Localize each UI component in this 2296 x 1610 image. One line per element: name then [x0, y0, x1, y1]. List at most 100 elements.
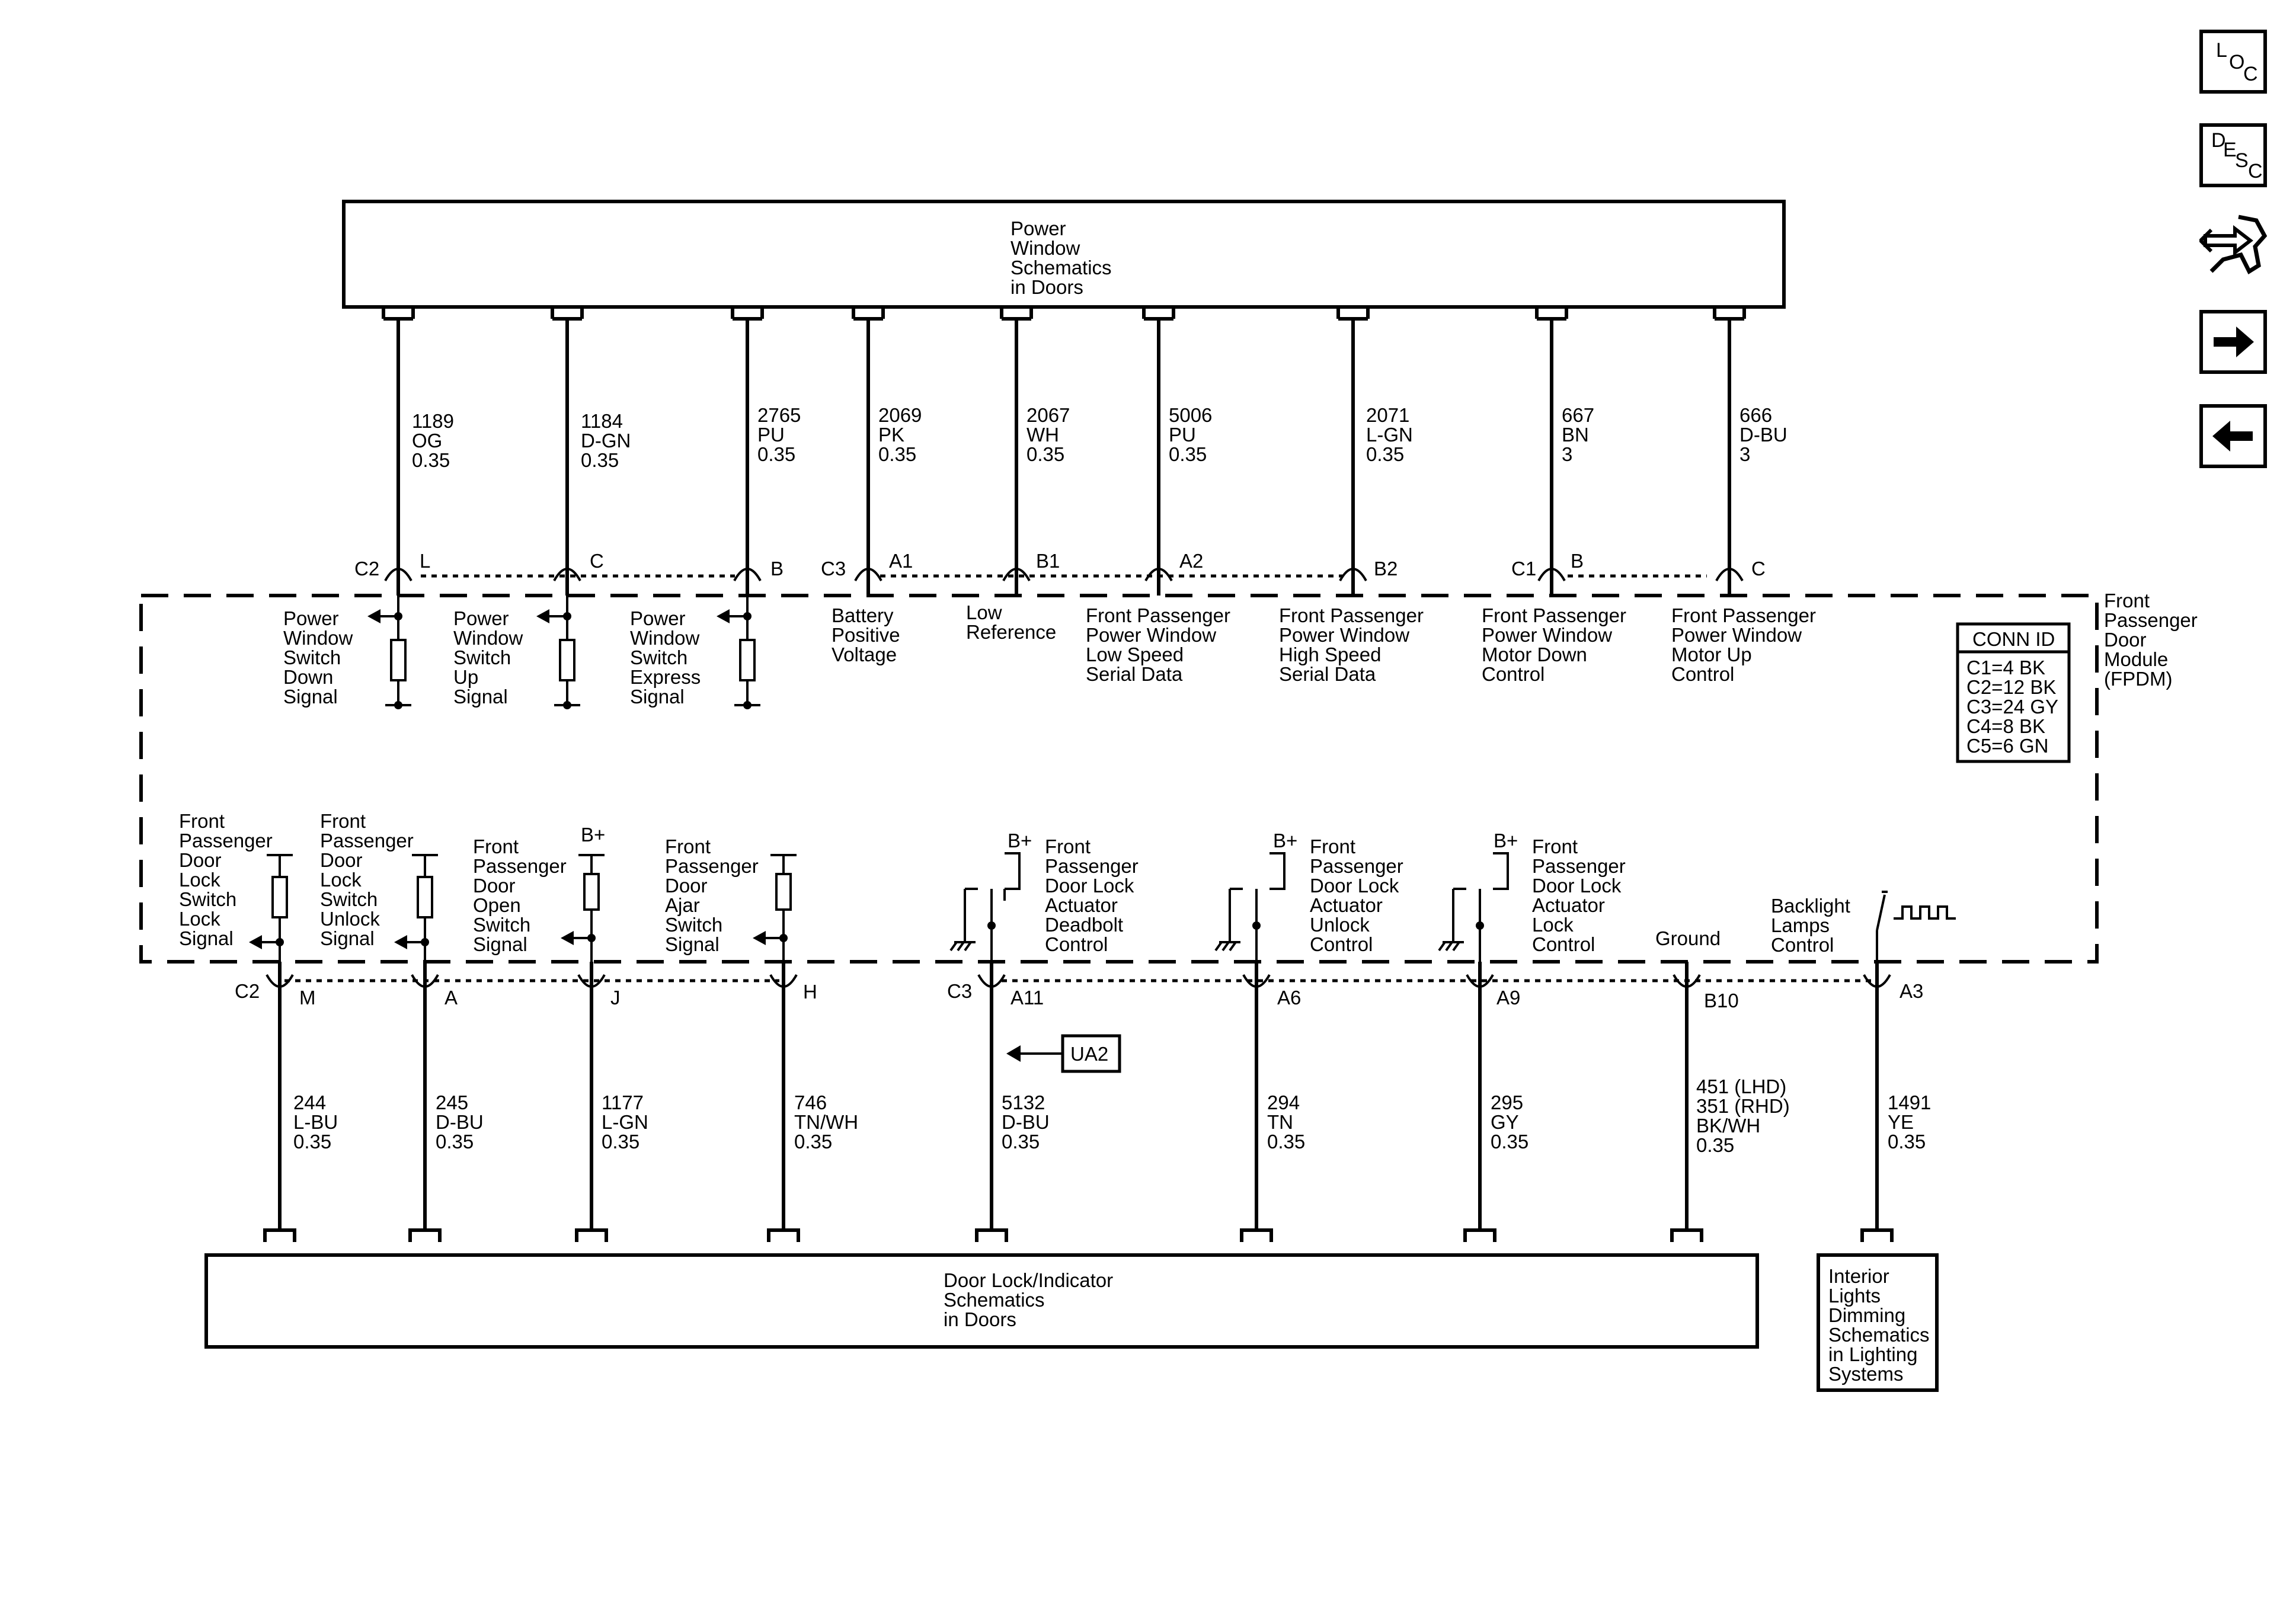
fn-5006-l2: Power Window	[1086, 624, 1216, 646]
top-wire-2069[interactable]: 2069 PK 0.35 A1	[852, 307, 922, 596]
bottom-wire-245[interactable]: 245 D-BU 0.35 A	[408, 962, 484, 1242]
wire-295-gauge: 0.35	[1491, 1131, 1528, 1153]
fn-244-l5: Switch	[179, 888, 236, 910]
fn-2069-l3: Voltage	[832, 644, 897, 665]
previous-page-button[interactable]	[2199, 404, 2267, 468]
bottom-wire-ground[interactable]: 451 (LHD) 351 (RHD) BK/WH 0.35 B10	[1670, 962, 1790, 1242]
top-wire-667[interactable]: 667 BN 3 B	[1535, 307, 1594, 596]
fn-2069-l1: Battery	[832, 604, 894, 626]
wire-245-pin: A	[445, 987, 458, 1009]
switch-up-input-circuit	[536, 596, 580, 709]
fn-295-l2: Passenger	[1532, 855, 1626, 877]
connector-c3-bottom-label: C3	[947, 980, 972, 1002]
fpdm-name-line-5: (FPDM)	[2104, 668, 2172, 690]
backlight-driver-circuit	[1876, 891, 1956, 962]
wire-2071-color: L-GN	[1366, 424, 1413, 446]
interior-lights-schematics-box[interactable]	[1817, 1253, 1939, 1392]
fn-5132-l2: Passenger	[1045, 855, 1139, 877]
bottom-wire-5132[interactable]: 5132 D-BU 0.35 A11	[975, 962, 1050, 1242]
wire-1189-color: OG	[412, 430, 442, 452]
top-box-line-1: Power	[1011, 217, 1066, 239]
bottom-wire-1177[interactable]: 1177 L-GN 0.35 J	[575, 962, 648, 1242]
wire-1491-color: YE	[1888, 1111, 1914, 1133]
top-wire-1189[interactable]: 1189 OG 0.35 L	[382, 307, 454, 596]
fn-5132-l6: Control	[1045, 933, 1108, 955]
bottom-wire-746[interactable]: 746 TN/WH 0.35 H	[767, 962, 858, 1242]
wire-2067-circuit: 2067	[1027, 404, 1070, 426]
fn-244-l4: Lock	[179, 869, 220, 891]
fn-1177-l1: Front	[473, 836, 519, 857]
fn-5132-l4: Actuator	[1045, 894, 1118, 916]
fn-1177-l5: Switch	[473, 914, 530, 936]
door-lock-schematics-box[interactable]	[204, 1253, 1759, 1349]
wire-1184-pin: C	[590, 550, 604, 572]
fn-5006-l1: Front Passenger	[1086, 604, 1230, 626]
wire-2069-pin: A1	[889, 550, 913, 572]
top-wire-1184[interactable]: 1184 D-GN 0.35 C	[551, 307, 631, 596]
fn-1189-l2: Window	[283, 627, 353, 649]
fn-295-l4: Actuator	[1532, 894, 1605, 916]
power-window-schematics-box[interactable]	[342, 200, 1786, 309]
wire-1184-color: D-GN	[581, 430, 631, 452]
wire-2765-pin: B	[770, 558, 784, 580]
fn-2071-l2: Power Window	[1279, 624, 1409, 646]
wire-1491-gauge: 0.35	[1888, 1131, 1926, 1153]
fn-245-l4: Lock	[320, 869, 362, 891]
fn-1189-l1: Power	[283, 607, 339, 629]
ua2-reference[interactable]: UA2	[1006, 1034, 1121, 1073]
top-wire-2071[interactable]: 2071 L-GN 0.35 B2	[1336, 307, 1413, 596]
wire-2071-gauge: 0.35	[1366, 443, 1404, 465]
bottom-box-line-3: in Doors	[944, 1308, 1016, 1330]
wire-2071-circuit: 2071	[1366, 404, 1409, 426]
wire-2071-pin: B2	[1374, 558, 1398, 580]
fn-2765-l2: Window	[630, 627, 700, 649]
top-box-line-3: Schematics	[1011, 257, 1112, 279]
bottom-wire-1491[interactable]: 1491 YE 0.35 A3	[1860, 962, 1931, 1242]
fn-1491-l3: Control	[1771, 934, 1834, 956]
fn-2067-l1: Low	[966, 601, 1002, 623]
fn-2071-l3: High Speed	[1279, 644, 1381, 665]
next-page-button[interactable]	[2199, 310, 2267, 374]
bottom-wire-244[interactable]: 244 L-BU 0.35 M	[263, 962, 338, 1242]
bottom-wire-294[interactable]: 294 TN 0.35 A6	[1240, 962, 1305, 1242]
fn-1177-l4: Open	[473, 894, 521, 916]
connector-c2-top-label: C2	[354, 558, 379, 580]
fn-244-l7: Signal	[179, 927, 234, 949]
top-wire-5006[interactable]: 5006 PU 0.35 A2	[1142, 307, 1212, 596]
fn-666-l3: Motor Up	[1671, 644, 1752, 665]
right-box-line-5: in Lighting	[1828, 1343, 1917, 1365]
wire-2067-gauge: 0.35	[1027, 443, 1064, 465]
wire-2067-color: WH	[1027, 424, 1059, 446]
wire-294-circuit: 294	[1267, 1092, 1300, 1113]
fn-667-l2: Power Window	[1482, 624, 1612, 646]
location-button[interactable]: L O C	[2199, 30, 2267, 94]
top-wire-2765[interactable]: 2765 PU 0.35 B	[731, 307, 801, 596]
wire-666-gauge: 3	[1739, 443, 1750, 465]
bottom-wire-295[interactable]: 295 GY 0.35 A9	[1463, 962, 1528, 1242]
wire-667-pin: B	[1571, 550, 1584, 572]
fn-1184-l1: Power	[453, 607, 509, 629]
wire-2765-color: PU	[757, 424, 785, 446]
wire-667-color: BN	[1562, 424, 1589, 446]
right-box-line-2: Lights	[1828, 1285, 1881, 1307]
fn-295-l1: Front	[1532, 836, 1578, 857]
fn-1184-l2: Window	[453, 627, 523, 649]
description-button[interactable]: D E S C	[2199, 123, 2267, 187]
fn-2765-l3: Switch	[630, 646, 687, 668]
fn-1184-l5: Signal	[453, 686, 508, 708]
wire-ground-color: BK/WH	[1696, 1115, 1760, 1137]
wire-295-pin: A9	[1496, 987, 1520, 1009]
desc-letter-c: C	[2248, 160, 2263, 183]
top-wire-666[interactable]: 666 D-BU 3 C	[1713, 307, 1787, 596]
wire-5132-pin: A11	[1011, 987, 1044, 1009]
wire-294-gauge: 0.35	[1267, 1131, 1305, 1153]
wire-1189-circuit: 1189	[412, 410, 454, 432]
wire-1491-circuit: 1491	[1888, 1092, 1931, 1113]
fn-5132-l3: Door Lock	[1045, 875, 1134, 897]
fn-294-l2: Passenger	[1310, 855, 1403, 877]
bottom-function-labels: Front Passenger Door Lock Switch Lock Si…	[179, 810, 1850, 956]
top-wire-2067[interactable]: 2067 WH 0.35 B1	[1000, 307, 1070, 596]
fn-245-l6: Unlock	[320, 908, 380, 930]
repair-procedures-button[interactable]	[2198, 212, 2268, 276]
